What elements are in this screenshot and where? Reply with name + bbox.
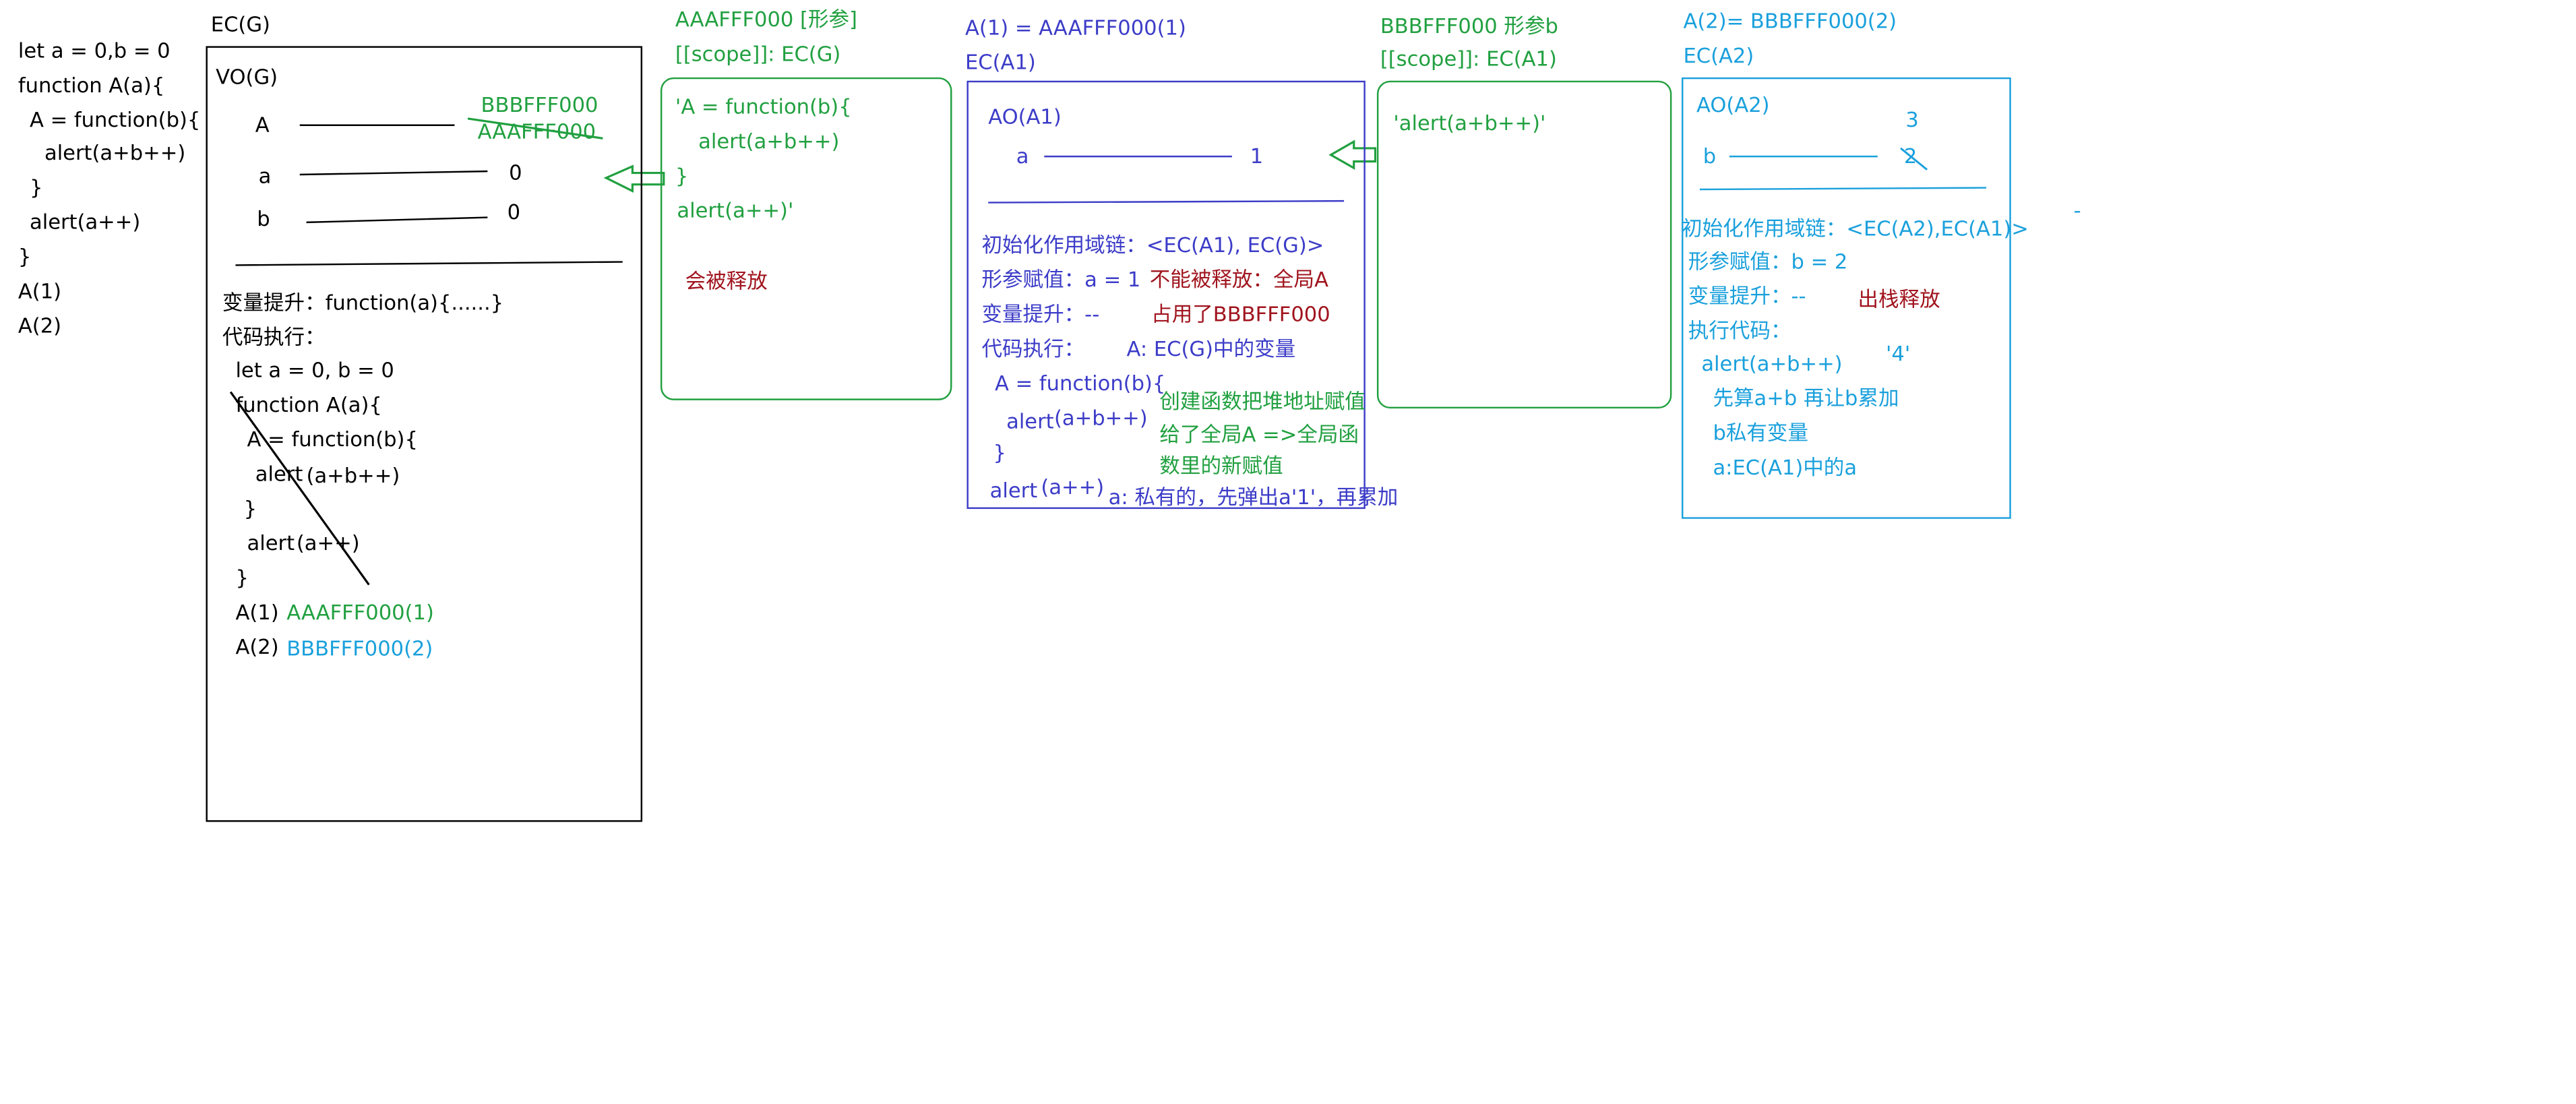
var-a1: a [1016,143,1029,168]
eca1-create-note: 数里的新赋值 [1159,453,1283,478]
eca2-param: 形参赋值：b = 2 [1688,248,1848,274]
heap1-scope: [[scope]]: EC(G) [675,41,841,66]
eca2-note: a:EC(A1)中的a [1713,454,1858,480]
eca1-code-line: alert [1006,408,1054,433]
eca2-divider [1699,187,1987,191]
var-A: A [255,112,270,137]
ao-a1-label: AO(A1) [988,103,1062,129]
heap1-code-line: alert [677,197,725,222]
code-line: A = function(b){ [29,106,201,132]
call-2-address: BBBFFF000(2) [286,636,433,661]
eca1-code-line: A = function(b){ [994,370,1166,396]
eca2-result: '4' [1886,340,1911,366]
ao-a2-label: AO(A2) [1696,92,1770,117]
eca2-exec: 执行代码： [1688,317,1791,343]
var-b: b [257,206,270,231]
eca2-label: EC(A2) [1683,42,1754,68]
eca1-title: A(1) = AAAFFF000(1) [965,14,1186,40]
heap1-box [660,77,952,400]
heap1-title: AAAFFF000 [形参] [675,6,857,32]
eca1-divider [988,200,1345,204]
ecg-divider [235,261,623,266]
val-b2-old: 2 [1903,143,1918,168]
heap2-scope: [[scope]]: EC(A1) [1380,46,1557,71]
eca1-create-note: 给了全局A =>全局函 [1159,421,1359,447]
heap2-code: 'alert(a+b++)' [1393,110,1546,135]
new-address: AAAFFF000 [477,118,596,144]
stray-dot: - [2073,197,2081,222]
var-b2: b [1703,143,1717,168]
val-b: 0 [507,199,521,224]
code-line: let a = 0,b = 0 [18,38,171,63]
heap1-code-line: (a++)' [725,197,794,222]
line-b [306,216,488,224]
eca1-code-line: (a+b++) [1053,405,1148,430]
code-line: A(1) [18,278,62,303]
code-line: } [29,175,43,200]
eca1-code-line: alert [989,477,1038,503]
ecg-code-line: alert [247,530,295,555]
strike-val-old [1900,147,1928,171]
val-a: 0 [509,160,522,185]
eca1-code-line: } [993,439,1006,465]
heap1-code-line: alert(a+b++) [698,128,840,154]
heap2-box [1376,80,1672,409]
eca1-private-note: a: 私有的，先弹出a'1'，再累加 [1108,484,1399,510]
eca1-create-note: 创建函数把堆地址赋值 [1159,388,1366,414]
eca1-scope-chain: 初始化作用域链：<EC(A1), EC(G)> [981,232,1324,257]
vo-label: VO(G) [216,64,278,89]
call-2: A(2) [235,634,279,659]
call-1: A(1) [235,599,279,625]
code-line: alert(a+b++) [44,140,186,165]
eca1-box [967,80,1366,510]
eca2-box [1682,77,2011,519]
ecg-code-line: (a++) [296,530,360,555]
eca2-note: 先算a+b 再让b累加 [1713,385,1899,410]
ecg-code-line: let a = 0, b = 0 [235,357,394,382]
eca1-hoist: 变量提升：-- [981,301,1100,326]
eca1-not-released: 不能被释放：全局A [1149,266,1328,292]
hoist-text: 变量提升：function(a){......} [222,290,504,315]
eca2-hoist: 变量提升：-- [1688,283,1806,308]
code-line: } [18,243,32,269]
ecg-code-line: function A(a){ [235,392,382,417]
heap2-title: BBBFFF000 形参b [1380,13,1558,38]
heap1-note: 会被释放 [685,268,768,293]
code-line: function A(a){ [18,72,165,98]
heap1-code-line: 'A = function(b){ [675,94,852,119]
code-strike-line [229,391,370,586]
eca1-code-line: (a++) [1041,474,1105,499]
ecg-box [206,46,643,822]
call-1-address: AAAFFF000(1) [286,599,434,625]
eca2-released: 出栈释放 [1858,286,1940,311]
old-address: BBBFFF000 [481,92,599,117]
ecg-title: EC(G) [210,11,270,36]
strike-old-addr [467,117,603,140]
code-line: A(2) [18,313,62,338]
eca2-alert: alert(a+b++) [1701,350,1843,376]
eca1-occupied: 占用了BBBFFF000 [1151,301,1330,326]
arrow-to-ecg [603,164,665,193]
ecg-code-line: A = function(b){ [247,426,418,452]
line-a [299,170,488,176]
val-b2-new: 3 [1905,106,1919,132]
eca1-label: EC(A1) [965,49,1036,74]
eca1-exec: 代码执行： [981,336,1085,361]
eca1-param: 形参赋值：a = 1 [981,266,1141,292]
eca2-scope-chain: 初始化作用域链：<EC(A2),EC(A1)> [1682,216,2029,241]
heap1-code-line: } [675,162,689,188]
ecg-code-line: alert [255,461,303,486]
eca2-title: A(2)= BBBFFF000(2) [1683,8,1897,33]
val-a1: 1 [1250,143,1264,168]
ecg-code-line: (a+b++) [306,462,400,488]
eca1-a-note: A: EC(G)中的变量 [1126,336,1296,361]
ecg-code-line: } [243,495,257,521]
var-a: a [258,162,272,188]
ecg-code-line: } [235,565,249,590]
eca2-note: b私有变量 [1713,420,1809,445]
code-line: alert(a++) [29,209,141,235]
exec-text: 代码执行： [222,324,326,350]
